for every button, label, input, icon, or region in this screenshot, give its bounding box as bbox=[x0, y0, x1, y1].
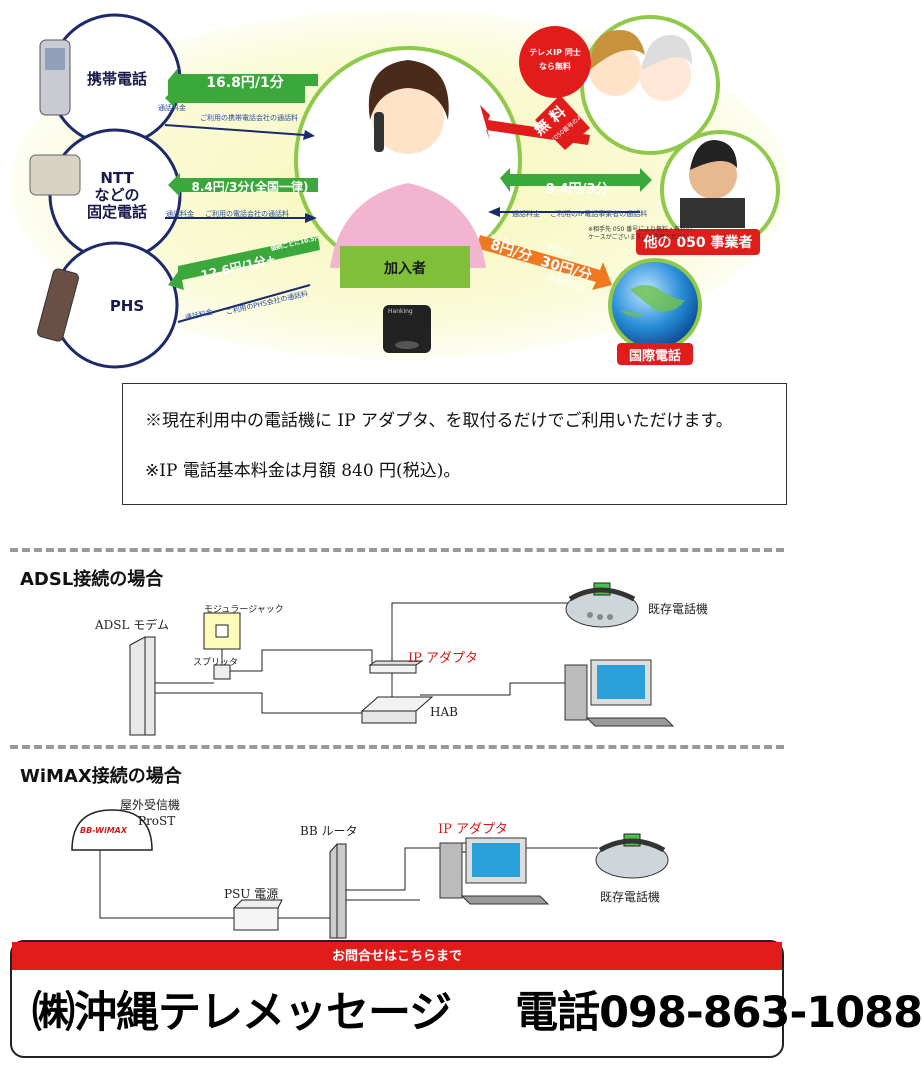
phs-label: PHS bbox=[109, 297, 145, 315]
landline-fee-tag: 通話料金 bbox=[166, 210, 194, 218]
contact-main: ㈱沖縄テレメッセージ 電話098-863-1088 bbox=[32, 978, 922, 1040]
free-bubble-line1: テレメIP 同士 bbox=[529, 48, 581, 57]
phone-number: 電話098-863-1088 bbox=[515, 988, 922, 1038]
intl-badge: 国際電話 bbox=[628, 349, 681, 364]
mobile-fee-tag: 通話料金 bbox=[158, 104, 186, 112]
contact-banner: お問合せはこちらまで ㈱沖縄テレメッセージ 電話098-863-1088 bbox=[10, 940, 922, 1058]
company-name: ㈱沖縄テレメッセージ bbox=[32, 988, 452, 1038]
wimax-prost-label: ProST bbox=[138, 814, 176, 828]
computer-icon bbox=[439, 837, 550, 905]
mobile-label: 携帯電話 bbox=[86, 70, 147, 88]
wimax-outdoor-label: 屋外受信機 bbox=[120, 798, 181, 812]
adsl-modular-jack-label: モジュラージャック bbox=[204, 605, 284, 615]
adsl-phone-label: 既存電話機 bbox=[648, 602, 709, 616]
other050-fee-note: ご利用のIP電話事業者の通話料 bbox=[550, 210, 648, 218]
wimax-title: WiMAX接続の場合 bbox=[20, 766, 182, 787]
adsl-hub-label: HAB bbox=[430, 705, 458, 719]
mobile-fee-note: ご利用の携帯電話会社の通話料 bbox=[200, 114, 298, 122]
wimax-logo: BB-WiMAX bbox=[80, 826, 128, 835]
landline-fee-note: ご利用の電話会社の通話料 bbox=[205, 210, 289, 218]
adsl-splitter-label: スプリッタ bbox=[193, 658, 239, 668]
note-adapter: ※現在利用中の電話機に IP アダプタ、を取付るだけでご利用いただけます。 bbox=[145, 411, 733, 431]
notes-box: ※現在利用中の電話機に IP アダプタ、を取付るだけでご利用いただけます。 ※I… bbox=[122, 383, 787, 505]
adsl-ip-adapter-label: IP アダプタ bbox=[408, 651, 479, 666]
other050-badge: 他の 050 事業者 bbox=[643, 235, 753, 251]
adsl-modem-label: ADSL モデム bbox=[95, 618, 170, 632]
landline-label-2: などの bbox=[94, 186, 140, 204]
wimax-phone-label: 既存電話機 bbox=[600, 890, 661, 904]
contact-header-bar bbox=[12, 942, 782, 970]
note-monthly-fee: ※IP 電話基本料金は月額 840 円(税込)。 bbox=[145, 461, 461, 481]
wimax-psu-label: PSU 電源 bbox=[224, 887, 279, 901]
adsl-connection-diagram bbox=[129, 582, 675, 736]
phone-icon bbox=[565, 582, 639, 628]
wimax-connection-diagram bbox=[71, 809, 669, 939]
phone-icon bbox=[595, 833, 669, 879]
mobile-rate: 16.8円/1分 bbox=[206, 75, 284, 91]
free-bubble: テレメIP 同士 なら無料 bbox=[524, 46, 586, 74]
wimax-ip-adapter-label: IP アダプタ bbox=[438, 822, 509, 837]
other050-rate: 8.4円/3分 bbox=[545, 182, 609, 197]
divider-wimax bbox=[10, 745, 784, 749]
adapter-device-brand: Hanking bbox=[388, 308, 413, 315]
other050-fee-tag: 通話料金 bbox=[512, 210, 540, 218]
computer-icon bbox=[564, 659, 675, 727]
contact-header: お問合せはこちらまで bbox=[331, 949, 462, 964]
free-bubble-line2: なら無料 bbox=[539, 62, 571, 71]
landline-rate: 8.4円/3分(全国一律) bbox=[191, 180, 309, 194]
adsl-title: ADSL接続の場合 bbox=[20, 569, 164, 590]
wimax-router-label: BB ルータ bbox=[300, 824, 358, 838]
landline-label-3: 固定電話 bbox=[86, 203, 147, 221]
divider-adsl bbox=[10, 548, 784, 552]
landline-label: NTT などの 固定電話 bbox=[62, 170, 172, 221]
subscriber-label: 加入者 bbox=[384, 261, 426, 277]
landline-label-1: NTT bbox=[100, 169, 134, 187]
intl-side-note: ※相手先 050 番号により無料・有料のケースがございます。ご注意ください。 bbox=[588, 226, 696, 241]
rates-illustration bbox=[10, 10, 790, 369]
calling-rates-diagram: 携帯電話 NTT などの 固定電話 PHS 16.8円/1分 通話料金 ご利用の… bbox=[0, 0, 800, 372]
